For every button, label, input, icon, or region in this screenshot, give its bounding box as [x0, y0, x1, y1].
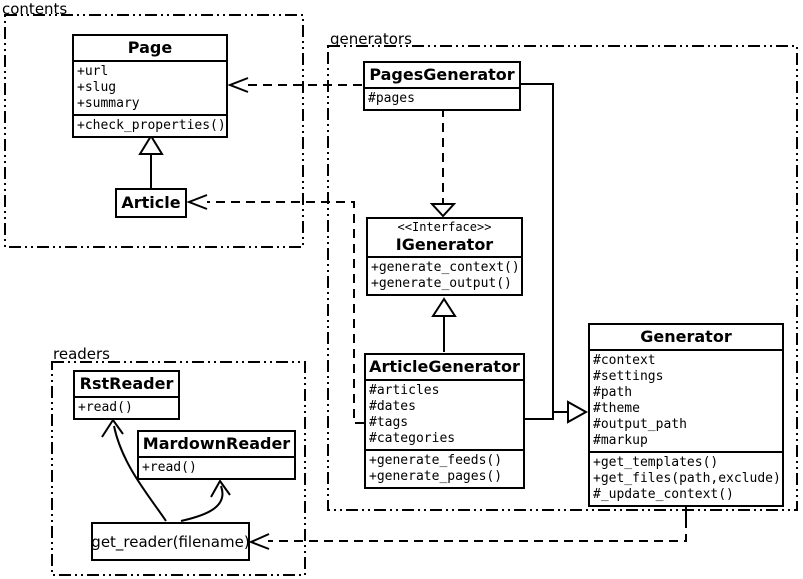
method: +get_templates() — [593, 455, 719, 470]
class-name: ArticleGenerator — [369, 357, 520, 376]
class-header: <<Interface>> IGenerator — [368, 219, 521, 256]
dependency-articlegenerator-to-article — [186, 194, 364, 424]
class-name: Generator — [640, 327, 732, 346]
class-box-mardownreader: MardownReader +read() — [137, 430, 296, 480]
class-name: Article — [121, 193, 181, 212]
class-name: IGenerator — [395, 235, 494, 254]
method: +generate_context() — [371, 260, 520, 275]
class-box-rstreader: RstReader +read() — [73, 370, 180, 420]
dependency-pagesgenerator-to-page — [227, 77, 362, 93]
attribute: #settings — [593, 369, 664, 384]
function-label: get_reader(filename) — [91, 532, 250, 551]
dependency-generator-to-getreader — [248, 501, 687, 550]
attribute: #pages — [368, 91, 415, 106]
package-generators-label: generators — [330, 30, 412, 48]
attribute: +url — [77, 64, 109, 79]
class-name: RstReader — [79, 374, 174, 393]
attribute: #tags — [369, 415, 409, 430]
inheritance-articlegenerator-to-igenerator — [431, 297, 457, 352]
attributes-compartment: #pages — [365, 87, 519, 109]
attribute: #output_path — [593, 417, 687, 432]
attribute: #theme — [593, 401, 640, 416]
methods-compartment: +generate_feeds()+generate_pages() — [366, 449, 523, 487]
attributes-compartment: #articles#dates#tags#categories — [366, 379, 523, 449]
method: +generate_feeds() — [369, 453, 503, 468]
class-box-igenerator: <<Interface>> IGenerator +generate_conte… — [366, 217, 523, 296]
package-readers-label: readers — [53, 345, 110, 363]
class-box-pagesgenerator: PagesGenerator #pages — [363, 61, 521, 111]
stereotype-label: <<Interface>> — [397, 220, 492, 234]
class-name: Page — [127, 38, 173, 57]
arrow-getreader-to-mardownreader — [180, 479, 231, 522]
package-contents-label: contents — [2, 0, 68, 18]
inheritance-generators-to-generator — [521, 83, 589, 424]
attributes-compartment: #context#settings#path#theme#output_path… — [590, 349, 782, 451]
method: +get_files(path,exclude) — [593, 471, 781, 486]
attribute: +slug — [77, 80, 117, 95]
class-name: MardownReader — [142, 434, 291, 453]
class-box-page: Page +url+slug+summary +check_properties… — [72, 34, 228, 138]
attribute: #dates — [369, 399, 416, 414]
package-contents-border — [4, 14, 304, 248]
inheritance-article-to-page — [138, 134, 164, 188]
methods-compartment: +generate_context()+generate_output() — [368, 256, 521, 294]
methods-compartment: +get_templates()+get_files(path,exclude)… — [590, 451, 782, 505]
methods-compartment: +read() — [139, 456, 294, 478]
class-name: PagesGenerator — [369, 65, 515, 84]
attribute: #markup — [593, 433, 648, 448]
package-readers-border — [51, 361, 306, 576]
attribute: #context — [593, 353, 656, 368]
methods-compartment: +check_properties() — [74, 114, 226, 136]
attribute: #categories — [369, 431, 456, 446]
attributes-compartment: +url+slug+summary — [74, 60, 226, 114]
method: +read() — [142, 460, 197, 475]
method: +generate_pages() — [369, 469, 503, 484]
attribute: #path — [593, 385, 633, 400]
package-generators-border — [327, 45, 798, 511]
class-box-generator: Generator #context#settings#path#theme#o… — [588, 323, 784, 507]
class-box-articlegenerator: ArticleGenerator #articles#dates#tags#ca… — [364, 353, 525, 489]
attribute: +summary — [77, 96, 140, 111]
method: +read() — [78, 400, 133, 415]
method: #_update_context() — [593, 487, 734, 502]
method: +generate_output() — [371, 276, 512, 291]
attribute: #articles — [369, 383, 440, 398]
method: +check_properties() — [77, 118, 226, 133]
function-box-get-reader: get_reader(filename) — [91, 522, 250, 561]
realization-pagesgenerator-to-igenerator — [429, 108, 457, 218]
class-box-article: Article — [115, 188, 187, 218]
methods-compartment: +read() — [75, 396, 178, 418]
